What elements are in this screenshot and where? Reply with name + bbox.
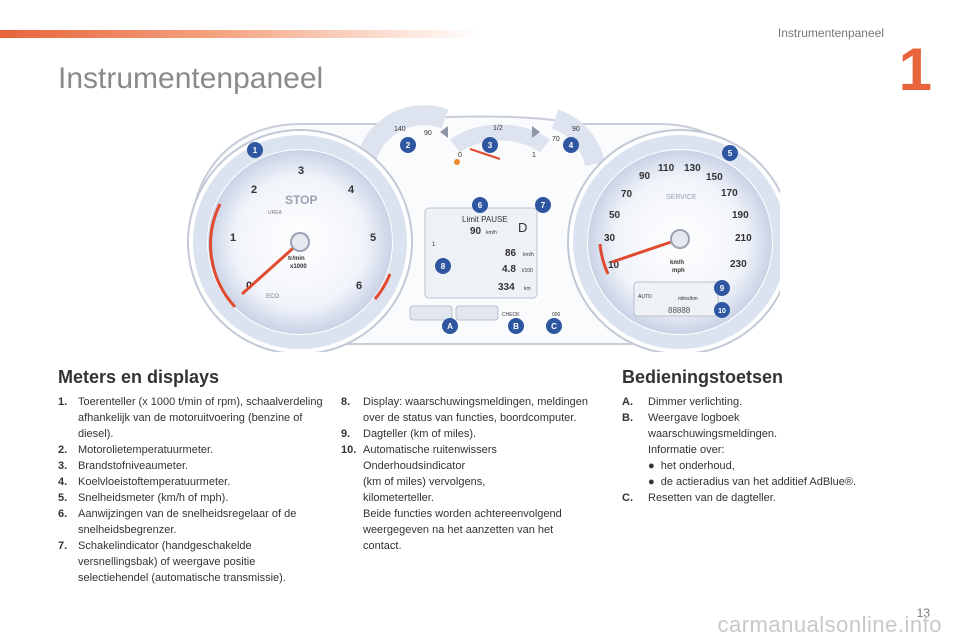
svg-text:6: 6 [356,280,362,292]
instrument-cluster-illustration: 140 90 0 1/2 1 70 90 1 2 3 4 5 6 0 STOP … [187,105,780,352]
svg-text:5: 5 [370,232,376,244]
controls-list: A.Dimmer verlichting. B. Weergave logboe… [622,394,912,506]
svg-text:9: 9 [720,284,725,293]
svg-text:50: 50 [609,210,621,221]
svg-text:1: 1 [432,242,436,248]
svg-text:D: D [518,220,527,235]
svg-text:70: 70 [552,136,560,143]
svg-text:Limit PAUSE: Limit PAUSE [462,215,508,224]
svg-text:190: 190 [732,210,749,221]
svg-text:UREA: UREA [268,210,283,216]
svg-text:86: 86 [505,248,517,259]
svg-text:90: 90 [639,171,651,182]
svg-text:4: 4 [569,141,574,150]
svg-text:3: 3 [298,165,304,177]
svg-text:140: 140 [394,126,406,133]
meters-list-continued: 8.Display: waarschuwingsmeldingen, meldi… [341,394,591,554]
svg-text:90: 90 [470,226,482,237]
svg-text:130: 130 [684,163,701,174]
svg-text:110: 110 [658,163,675,174]
list-item: 1.Toerenteller (x 1000 t/min of rpm), sc… [58,396,323,440]
tachometer: 1 2 3 4 5 6 0 STOP UREA tr/min x1000 ECO [187,129,413,352]
svg-text:7: 7 [541,201,546,210]
svg-text:230: 230 [730,259,747,270]
svg-text:000: 000 [552,312,561,318]
svg-text:km/h: km/h [486,230,497,236]
list-item: B. Weergave logboek waarschuwingsmelding… [622,412,856,488]
svg-text:C: C [551,322,557,331]
svg-text:x1000: x1000 [290,264,307,270]
svg-text:30: 30 [604,233,616,244]
svg-text:88888: 88888 [668,306,691,315]
svg-text:CHECK: CHECK [502,312,520,318]
list-item: 5.Snelheidsmeter (km/h of mph). [58,492,229,504]
list-item: 6.Aanwijzingen van de snelheidsregelaar … [58,508,297,536]
svg-text:4: 4 [348,184,355,196]
svg-text:1: 1 [253,146,258,155]
svg-text:mph: mph [672,268,685,274]
controls-heading: Bedieningstoetsen [622,367,784,387]
svg-text:6: 6 [478,201,483,210]
svg-text:ECO: ECO [266,294,279,300]
coolant-temp-gauge: 70 90 [551,109,605,167]
callout-markers: 1 2 3 4 5 6 7 8 9 10 A B C [247,137,738,334]
svg-text:10: 10 [718,308,726,315]
svg-text:1: 1 [532,152,536,159]
central-display: Limit PAUSE 90 km/h D 1 86 km/h 4.8 l/10… [409,207,561,321]
svg-text:334: 334 [498,282,515,293]
watermark: carmanualsonline.info [717,612,942,637]
svg-text:AUTO: AUTO [638,294,652,300]
svg-text:miles/km: miles/km [678,296,698,302]
list-item: 2.Motorolietemperatuurmeter. [58,444,214,456]
list-item: C.Resetten van de dagteller. [622,492,776,504]
oil-temp-gauge: 140 90 [355,105,449,167]
chapter-color-bar [0,30,480,38]
svg-text:1: 1 [230,232,236,244]
svg-text:km/h: km/h [670,260,684,266]
svg-text:170: 170 [721,188,738,199]
page-number: 13 [916,606,930,620]
fuel-gauge: 0 1/2 1 [440,124,550,165]
svg-text:km: km [524,286,531,292]
svg-text:tr/min: tr/min [288,256,305,262]
svg-text:0: 0 [458,152,462,159]
svg-text:A: A [447,322,453,331]
svg-text:70: 70 [621,189,633,200]
list-item: 3.Brandstofniveaumeter. [58,460,189,472]
meters-heading: Meters en displays [58,367,220,387]
list-item: A.Dimmer verlichting. [622,396,743,408]
svg-text:km/h: km/h [523,252,534,258]
svg-text:4.8: 4.8 [502,264,516,275]
svg-text:90: 90 [424,130,432,137]
svg-text:SERVICE: SERVICE [666,194,697,201]
list-item: 4.Koelvloeistoftemperatuurmeter. [58,476,231,488]
list-item: 9.Dagteller (km of miles). [341,428,477,440]
svg-text:150: 150 [706,172,723,183]
page-title: Instrumentenpaneel [58,62,324,95]
svg-text:210: 210 [735,233,752,244]
chapter-number: 1 [898,36,932,103]
list-item: 8.Display: waarschuwingsmeldingen, meldi… [341,396,589,424]
svg-text:2: 2 [406,141,411,150]
svg-text:8: 8 [441,262,446,271]
meters-list: 1.Toerenteller (x 1000 t/min of rpm), sc… [58,394,328,586]
svg-text:10: 10 [608,260,620,271]
svg-text:3: 3 [488,141,493,150]
svg-text:l/100: l/100 [522,268,533,274]
speedometer: 10 30 50 70 90 110 130 150 170 190 210 2… [567,129,780,352]
svg-text:5: 5 [728,149,733,158]
list-item: 10. Automatische ruitenwissers Onderhoud… [341,444,562,552]
svg-text:STOP: STOP [285,193,317,207]
svg-text:1/2: 1/2 [493,125,503,132]
running-head: Instrumentenpaneel [777,26,884,40]
svg-text:2: 2 [251,184,257,196]
list-item: 7.Schakelindicator (handgeschakelde vers… [58,540,286,584]
svg-text:B: B [513,322,519,331]
svg-text:90: 90 [572,126,580,133]
